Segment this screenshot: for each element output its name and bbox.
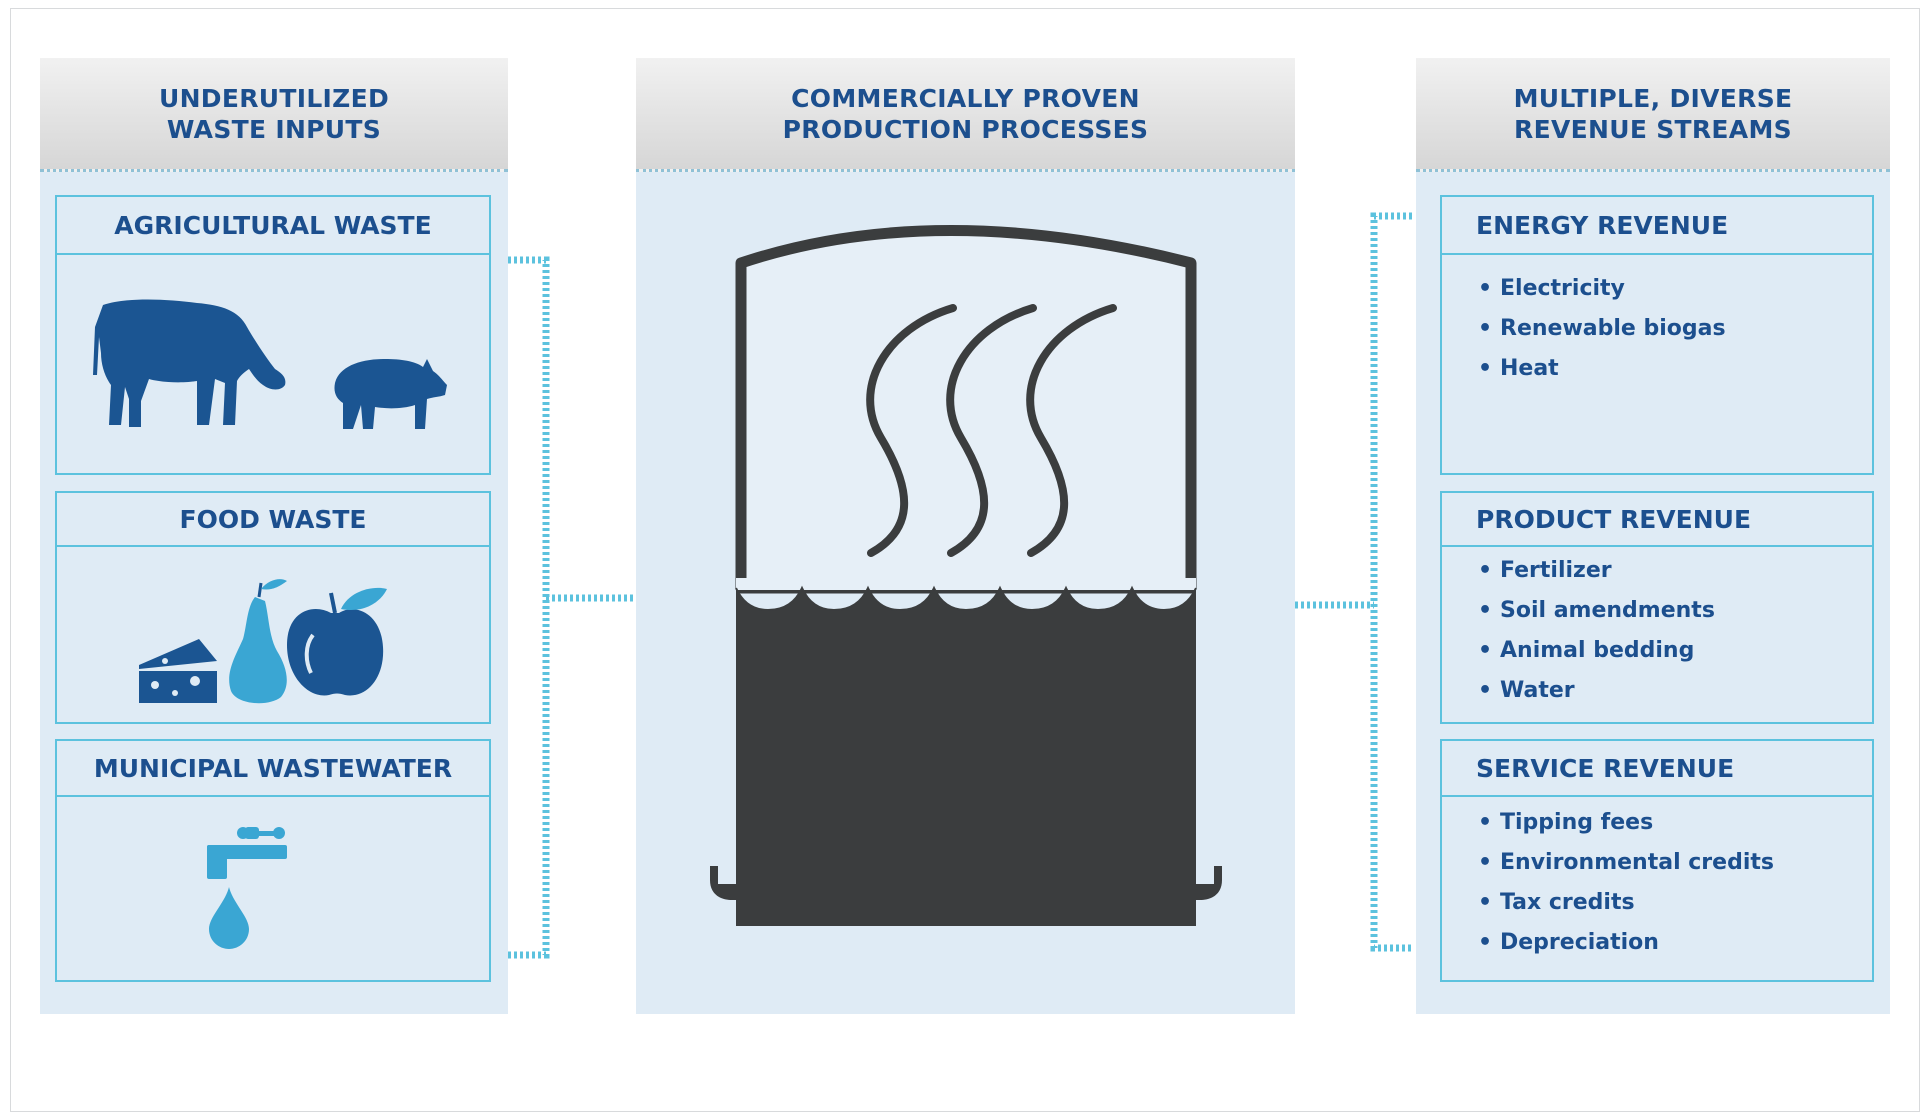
revenue-streams-panel: MULTIPLE, DIVERSE REVENUE STREAMS ENERGY… <box>1416 58 1890 1014</box>
product-revenue-title: PRODUCT REVENUE <box>1442 493 1872 547</box>
list-item: •Animal bedding <box>1478 638 1695 663</box>
list-item: •Water <box>1478 678 1575 703</box>
service-revenue-title: SERVICE REVENUE <box>1442 741 1872 797</box>
faucet-icon <box>207 827 287 879</box>
cheese-icon <box>139 639 217 703</box>
list-item: •Fertilizer <box>1478 558 1612 583</box>
service-revenue-card: SERVICE REVENUE •Tipping fees •Environme… <box>1440 739 1874 982</box>
pig-icon <box>334 359 447 429</box>
waste-inputs-panel: UNDERUTILIZED WASTE INPUTS AGRICULTURAL … <box>40 58 508 1014</box>
list-item: •Soil amendments <box>1478 598 1715 623</box>
list-item: •Depreciation <box>1478 930 1659 955</box>
list-item: •Tipping fees <box>1478 810 1654 835</box>
cow-icon <box>93 299 286 427</box>
food-waste-card: FOOD WASTE <box>55 491 491 724</box>
digester-tank-icon <box>710 225 1222 926</box>
steam-icon <box>866 304 1117 557</box>
digester-liquid <box>736 588 1196 926</box>
agricultural-waste-title: AGRICULTURAL WASTE <box>57 197 489 255</box>
water-drop-icon <box>209 887 249 949</box>
apple-icon <box>287 587 387 696</box>
municipal-wastewater-title: MUNICIPAL WASTEWATER <box>57 741 489 797</box>
municipal-wastewater-card: MUNICIPAL WASTEWATER <box>55 739 491 982</box>
list-item: •Heat <box>1478 356 1559 381</box>
list-item: •Tax credits <box>1478 890 1635 915</box>
list-item: •Electricity <box>1478 276 1625 301</box>
list-item: •Renewable biogas <box>1478 316 1726 341</box>
energy-revenue-title: ENERGY REVENUE <box>1442 197 1872 255</box>
food-waste-title: FOOD WASTE <box>57 493 489 547</box>
pear-icon <box>229 579 287 704</box>
energy-revenue-list: •Electricity •Renewable biogas •Heat <box>1478 269 1726 389</box>
energy-revenue-card: ENERGY REVENUE •Electricity •Renewable b… <box>1440 195 1874 475</box>
product-revenue-list: •Fertilizer •Soil amendments •Animal bed… <box>1478 551 1715 711</box>
list-item: •Environmental credits <box>1478 850 1774 875</box>
waste-inputs-header: UNDERUTILIZED WASTE INPUTS <box>40 58 508 172</box>
waste-inputs-title: UNDERUTILIZED WASTE INPUTS <box>158 83 390 144</box>
product-revenue-card: PRODUCT REVENUE •Fertilizer •Soil amendm… <box>1440 491 1874 724</box>
production-processes-panel: COMMERCIALLY PROVEN PRODUCTION PROCESSES <box>636 58 1295 1014</box>
agricultural-waste-card: AGRICULTURAL WASTE <box>55 195 491 475</box>
revenue-streams-title: MULTIPLE, DIVERSE REVENUE STREAMS <box>1513 83 1793 144</box>
production-processes-header: COMMERCIALLY PROVEN PRODUCTION PROCESSES <box>636 58 1295 172</box>
service-revenue-list: •Tipping fees •Environmental credits •Ta… <box>1478 803 1774 963</box>
revenue-streams-header: MULTIPLE, DIVERSE REVENUE STREAMS <box>1416 58 1890 172</box>
production-processes-title: COMMERCIALLY PROVEN PRODUCTION PROCESSES <box>782 83 1149 144</box>
